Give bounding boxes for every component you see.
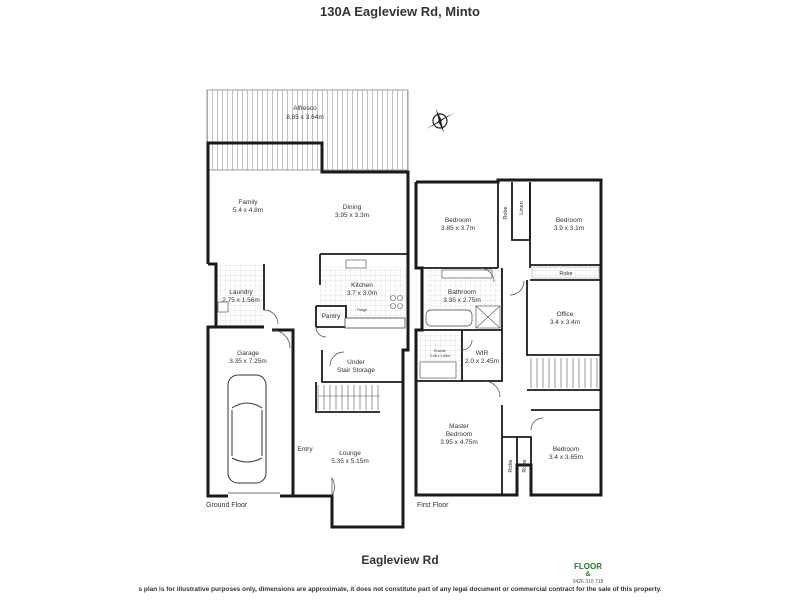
room-wir-dim: 2.0 x 2.45m <box>465 358 499 365</box>
room-master-dim: 3.95 x 4.75m <box>440 439 478 446</box>
room-wir-name: WIR <box>476 350 489 357</box>
room-dining-dim: 3.95 x 3.3m <box>335 212 369 219</box>
room-bathroom-dim: 3.35 x 2.75m <box>443 297 481 304</box>
room-bedroom-b-dim: 3.9 x 3.1m <box>554 225 584 232</box>
wall-first-outer <box>414 178 603 497</box>
stairs-ground <box>317 385 380 410</box>
room-family-dim: 5.4 x 4.8m <box>233 207 263 214</box>
logo-line2: & <box>585 571 591 578</box>
wall-family-top <box>206 141 410 268</box>
car-icon <box>227 374 267 484</box>
wall-wir <box>462 330 503 382</box>
room-bedroom-c-dim: 3.4 x 3.65m <box>549 454 583 461</box>
room-under-stair-name1: Under <box>347 359 366 366</box>
wall-under-stair <box>321 350 403 383</box>
plan-title: 130A Eagleview Rd, Minto <box>320 4 480 19</box>
bathtub <box>425 309 473 327</box>
disclaimer-text: s plan is for illustrative purposes only… <box>138 586 662 593</box>
room-lounge-name: Lounge <box>339 450 361 457</box>
shower <box>475 305 501 329</box>
ground-floor: Alfresco 8.85 x 3.64m Family 5.4 x 4.8m … <box>206 89 410 529</box>
room-robe-b-name: Robe <box>559 271 572 277</box>
wall-office <box>526 280 601 356</box>
company-logo: FLOOR & 0426 310 718 <box>568 562 608 586</box>
room-bedroom-a-dim: 3.85 x 3.7m <box>441 225 475 232</box>
alfresco-deck <box>206 89 409 171</box>
room-kitchen-name: Kitchen <box>351 282 373 289</box>
wall-garage <box>206 325 228 498</box>
room-ensuite-dim: 2.45 x 1.55m <box>430 354 450 358</box>
wall-stair-side <box>315 382 380 413</box>
room-office-name: Office <box>557 311 574 318</box>
room-bedroom-a-name: Bedroom <box>445 217 471 224</box>
wall-garage-door-right <box>272 328 295 498</box>
logo-line1: FLOOR <box>574 562 602 571</box>
room-lounge-dim: 5.35 x 5.15m <box>331 458 369 465</box>
room-fridge-name: Fridge <box>357 308 367 312</box>
room-master-name2: Bedroom <box>446 431 472 438</box>
room-linen-name: Linen <box>519 201 525 214</box>
room-robe-c-name: Robe <box>508 459 514 472</box>
room-bathroom-name: Bathroom <box>448 289 476 296</box>
room-office-dim: 3.4 x 3.4m <box>550 319 580 326</box>
room-dining-name: Dining <box>343 204 362 211</box>
wall-robe-d <box>517 436 532 495</box>
room-family-name: Family <box>238 199 258 206</box>
room-master-name1: Master <box>449 423 470 430</box>
room-bedroom-b-name: Bedroom <box>556 217 582 224</box>
room-entry-name: Entry <box>297 446 313 453</box>
street-name: Eagleview Rd <box>361 553 439 567</box>
logo-phone: 0426 310 718 <box>572 579 604 585</box>
laundry-tiles <box>216 265 264 327</box>
stove-icon <box>390 295 403 309</box>
room-bedroom-c-name: Bedroom <box>553 446 579 453</box>
room-pantry-name: Pantry <box>322 313 342 320</box>
room-garage-name: Garage <box>237 350 259 357</box>
doors-first <box>461 267 544 431</box>
stairs-first <box>530 358 598 388</box>
room-laundry-dim: 2.75 x 1.56m <box>222 297 260 304</box>
robe-b-rail <box>531 266 600 279</box>
vanity-bath <box>441 269 493 279</box>
compass-icon: N <box>426 109 454 133</box>
wall-lounge <box>293 480 405 529</box>
first-floor-label: First Floor <box>417 502 449 509</box>
first-floor: Bedroom 3.85 x 3.7m Bedroom 3.9 x 3.1m R… <box>414 178 603 497</box>
room-alfresco-dim: 8.85 x 3.64m <box>286 114 324 121</box>
wall-laundry <box>208 262 264 329</box>
room-kitchen-dim: 3.7 x 3.0m <box>347 290 377 297</box>
room-alfresco-name: Alfresco <box>293 105 317 112</box>
room-under-stair-name2: Stair Storage <box>337 367 375 374</box>
kitchen-island <box>344 317 406 329</box>
room-robe-d-name: Robe <box>522 459 528 472</box>
compass-label: N <box>438 120 441 124</box>
ground-floor-label: Ground Floor <box>206 502 248 509</box>
vanity-ensuite <box>419 361 457 379</box>
laundry-tub <box>217 301 229 313</box>
room-ensuite-name: Ensuite <box>434 349 446 353</box>
room-robe-a-name: Robe <box>503 206 509 219</box>
room-garage-dim: 3.35 x 7.25m <box>229 358 267 365</box>
wall-kitchen-right <box>401 268 410 480</box>
kitchen-tiles <box>320 268 406 318</box>
doors-ground <box>263 309 345 497</box>
room-laundry-name: Laundry <box>229 289 253 296</box>
wall-pantry <box>316 305 347 328</box>
kitchen-sink <box>345 259 367 269</box>
